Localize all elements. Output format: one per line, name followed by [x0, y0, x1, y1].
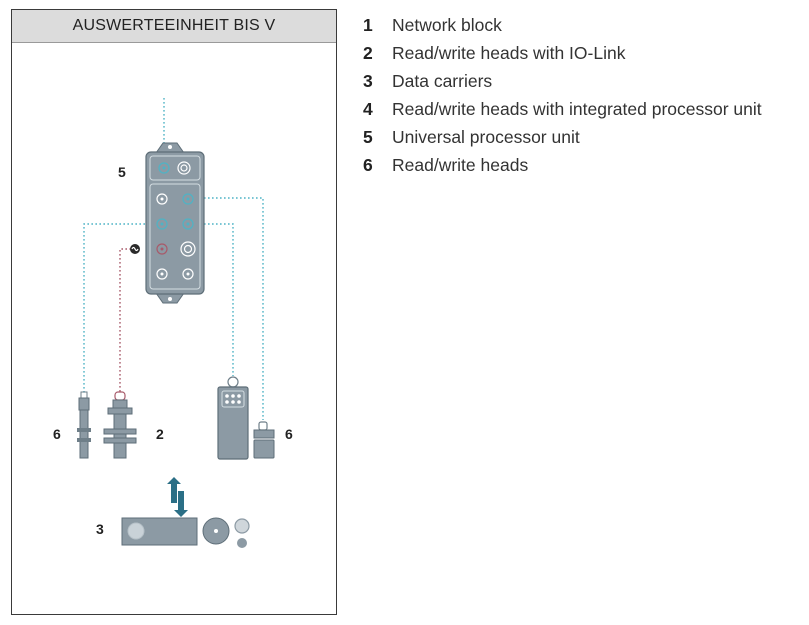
- legend-item: 5 Universal processor unit: [363, 123, 762, 151]
- port-icon: [180, 241, 196, 257]
- legend-item-number: 5: [363, 126, 373, 147]
- port-icon: [182, 268, 194, 280]
- cable-integrated-head: [204, 223, 234, 376]
- legend-item-label: Read/write heads with integrated process…: [392, 98, 762, 119]
- system-panel: AUSWERTEEINHEIT BIS V: [11, 9, 337, 615]
- panel-title: AUSWERTEEINHEIT BIS V: [12, 10, 336, 43]
- read-write-head-io-link: [103, 391, 137, 459]
- read-write-head-left: [77, 391, 91, 459]
- read-write-arrows-icon: [167, 477, 188, 517]
- cable-io-link-head: [119, 248, 135, 394]
- read-write-head-right: [253, 421, 275, 459]
- legend-item-label: Read/write heads with IO-Link: [392, 42, 626, 63]
- callout-data-carriers: 3: [96, 521, 104, 537]
- callout-head-right: 6: [285, 426, 293, 442]
- power-port-icon: [177, 161, 191, 175]
- port-icon: [156, 193, 168, 205]
- read-write-head-integrated: [217, 376, 249, 460]
- port-icon: [182, 218, 194, 230]
- cable-left-head: [83, 223, 145, 394]
- legend-item-label: Data carriers: [392, 70, 493, 91]
- data-carrier-small-round: [234, 518, 250, 534]
- processor-unit-body: [145, 151, 205, 295]
- legend-item: 6 Read/write heads: [363, 151, 762, 179]
- legend-item-label: Network block: [392, 14, 502, 35]
- legend-item-number: 3: [363, 70, 373, 91]
- legend-list: 1 Network block 2 Read/write heads with …: [363, 11, 762, 179]
- processor-unit-top-module: [149, 155, 201, 181]
- network-port-icon: [158, 162, 170, 174]
- universal-processor-unit: [130, 142, 205, 304]
- port-icon: [182, 193, 194, 205]
- legend-item-label: Read/write heads: [392, 154, 529, 175]
- legend-item-number: 2: [363, 42, 373, 63]
- legend-item-number: 1: [363, 14, 373, 35]
- callout-head-left: 6: [53, 426, 61, 442]
- callout-head-io-link: 2: [156, 426, 164, 442]
- processor-unit-ports: [156, 161, 196, 280]
- legend-item-number: 6: [363, 154, 373, 175]
- port-icon: [156, 218, 168, 230]
- legend-item: 4 Read/write heads with integrated proce…: [363, 95, 762, 123]
- io-link-symbol-icon: [130, 244, 140, 254]
- io-link-port-icon: [156, 243, 168, 255]
- port-icon: [156, 268, 168, 280]
- data-carriers: [121, 517, 250, 548]
- legend-item: 1 Network block: [363, 11, 762, 39]
- processor-unit-port-module: [149, 183, 201, 290]
- legend-item-label: Universal processor unit: [392, 126, 580, 147]
- callout-processor-unit: 5: [118, 164, 126, 180]
- legend-item: 3 Data carriers: [363, 67, 762, 95]
- legend-item-number: 4: [363, 98, 373, 119]
- legend-item: 2 Read/write heads with IO-Link: [363, 39, 762, 67]
- system-diagram: 5 6 2 6 3: [53, 98, 293, 548]
